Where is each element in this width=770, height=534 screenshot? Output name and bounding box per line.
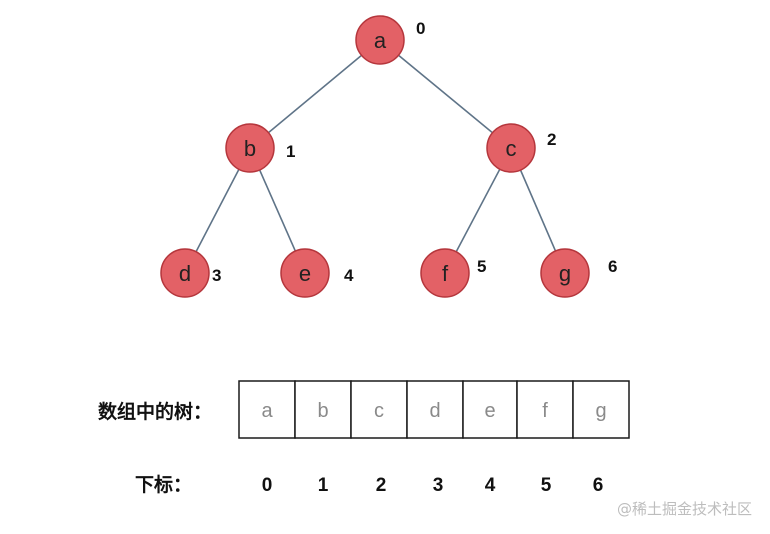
node-index: 4	[344, 266, 354, 285]
array-index: 1	[318, 475, 329, 496]
array-cell	[406, 380, 464, 439]
node-index: 5	[477, 257, 486, 276]
edge-a-b	[249, 39, 381, 149]
array-cells: a b c d e f g	[238, 380, 630, 439]
tree-node-c: c 2	[486, 123, 556, 173]
node-label: f	[442, 261, 449, 286]
tree-node-a: a 0	[355, 15, 425, 65]
tree-node-g: g 6	[540, 248, 617, 298]
array-cell	[462, 380, 518, 439]
node-circle	[420, 248, 470, 298]
array-index: 4	[485, 475, 496, 496]
array-cell-value: c	[374, 400, 384, 422]
node-index: 6	[608, 257, 617, 276]
array-index: 2	[376, 475, 387, 496]
node-circle	[355, 15, 405, 65]
tree-node-d: d 3	[160, 248, 221, 298]
array-cell-value: a	[261, 400, 273, 422]
node-circle	[540, 248, 590, 298]
tree-node-b: b 1	[225, 123, 295, 173]
array-cell-value: e	[484, 400, 495, 422]
node-label: b	[244, 136, 256, 161]
tree-node-e: e 4	[280, 248, 354, 298]
edge-a-c	[379, 39, 512, 149]
node-label: c	[506, 136, 517, 161]
array-cell-value: d	[429, 400, 440, 422]
node-index: 2	[547, 130, 556, 149]
index-row-label: 下标：	[135, 474, 192, 496]
node-label: e	[299, 261, 311, 286]
array-index: 6	[593, 475, 604, 496]
array-index: 3	[433, 475, 444, 496]
node-label: a	[374, 28, 387, 53]
node-circle	[225, 123, 275, 173]
array-label: 数组中的树：	[98, 400, 212, 423]
tree-node-f: f 5	[420, 248, 486, 298]
array-index: 5	[541, 475, 552, 496]
array-cell-value: b	[317, 400, 328, 422]
array-index: 0	[262, 475, 273, 496]
watermark: @稀土掘金技术社区	[617, 500, 752, 518]
array-cell-value: f	[542, 400, 548, 422]
node-circle	[160, 248, 210, 298]
node-circle	[280, 248, 330, 298]
node-circle	[486, 123, 536, 173]
node-label: g	[559, 261, 571, 286]
array-cell	[350, 380, 408, 439]
node-index: 3	[212, 266, 221, 285]
node-label: d	[179, 261, 191, 286]
node-index: 1	[286, 142, 295, 161]
array-cell	[572, 380, 630, 439]
array-cell-value: g	[595, 400, 606, 422]
node-index: 0	[416, 19, 425, 38]
array-indices: 0 1 2 3 4 5 6	[262, 475, 604, 496]
